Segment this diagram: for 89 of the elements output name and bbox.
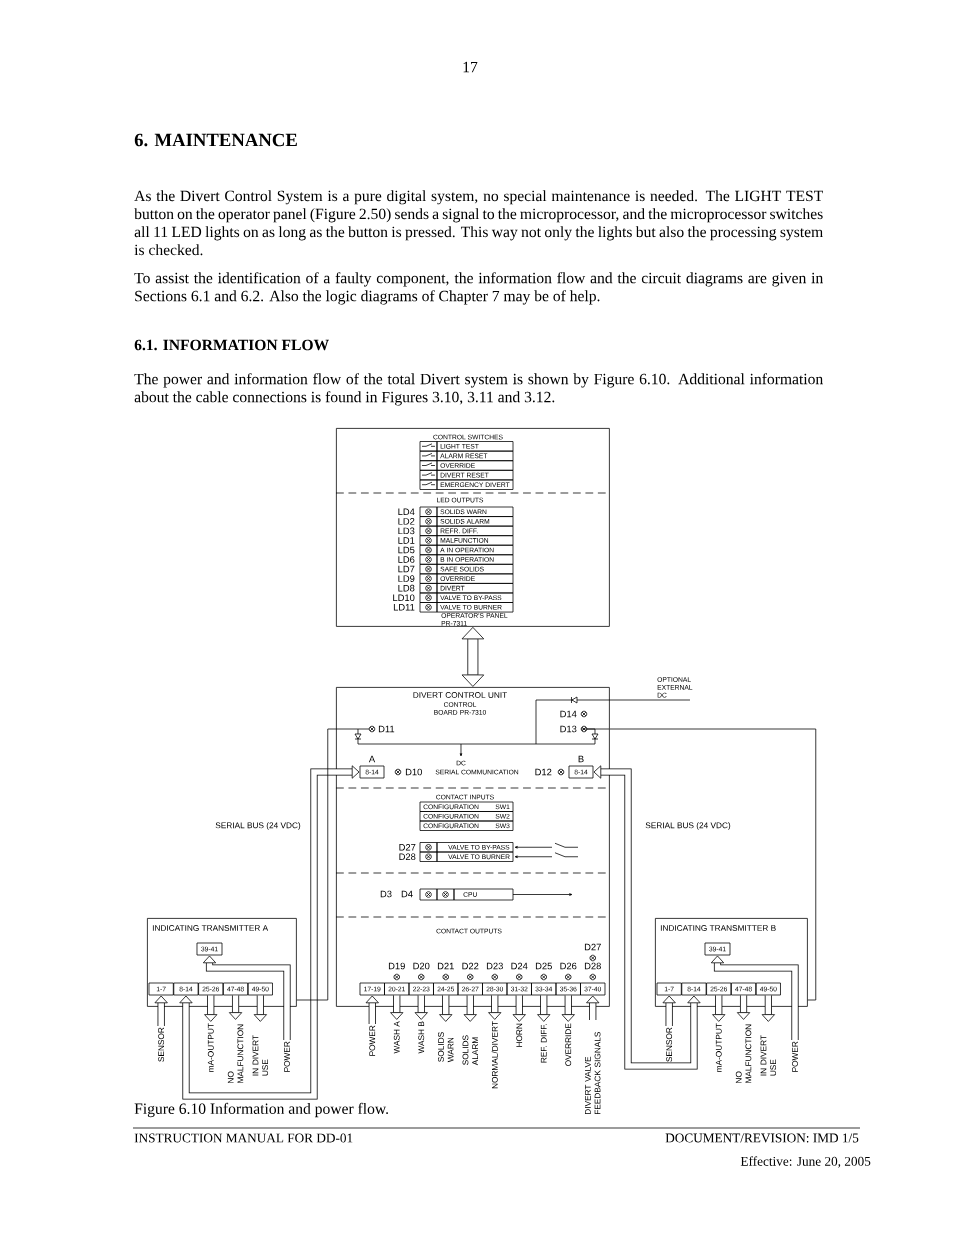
arrow [761,995,775,1022]
led-label: D12 [535,768,552,776]
arrow [561,995,575,1022]
signal-label: SENSOR [666,1027,673,1062]
led-label: D22 [462,962,479,970]
led-label: LD11 [393,604,415,611]
signal-label: mA-OUTPUT [207,1023,214,1072]
arrow [365,995,379,1024]
led-label: LD5 [398,546,415,554]
figure-caption: Figure 6.10 Information and power flow. [134,1102,388,1118]
arrow [710,955,799,1040]
footer-text: Effective: June 20, 2005 [740,1156,871,1168]
led-label: LD1 [398,537,415,544]
signal-label: SOLIDS ALARM [462,1035,478,1066]
led-label: D28 [584,962,601,970]
signal-label: POWER [369,1025,376,1056]
led-label: D27 [399,844,416,851]
led-label: D25 [535,962,552,970]
signal-label: NO MALFUNCTION [735,1024,752,1083]
arrow [179,765,360,1100]
led-label: LD8 [398,584,415,592]
terminal-label: A [368,755,376,763]
edge-label: SERIAL BUS (24 VDC) [643,820,733,832]
led-label: D21 [437,962,454,970]
arrow [390,995,404,1020]
signal-label: HORN [516,1023,523,1047]
signal-label: SOLIDS WARN [438,1032,454,1063]
led-label: D28 [399,853,416,861]
signal-label: IN DIVERT USE [252,1035,269,1076]
arrow [154,995,168,1026]
led-label: D11 [378,725,395,733]
signal-label: REF. DIFF. [540,1023,547,1063]
signal-label: WASH B [418,1021,425,1054]
section-heading: 6. MAINTENANCE [134,133,297,147]
signal-label: SENSOR [158,1027,165,1062]
arrow [414,995,428,1020]
wire [296,728,337,1001]
arrow [202,955,291,1040]
led-label: D10 [405,768,422,776]
arrow [204,995,218,1022]
led-label: D20 [413,962,430,970]
paragraph: The power and information flow of the total Divert system is shown by Figure 6.10. Additional information about the cable connections is found in Figures 3.10, 3.11 and 3.12. [134,373,823,406]
led-label: D19 [388,962,405,970]
arrow [439,995,453,1022]
arrow [537,995,551,1022]
arrow [662,995,676,1026]
footer-text: DOCUMENT/REVISION: IMD 1/5 [665,1133,859,1143]
arrow [736,995,751,1020]
arrow [712,995,726,1022]
led-label: LD4 [398,508,415,515]
arrow [593,765,701,1070]
led-label: LD6 [398,556,415,563]
edge-label: SERIAL BUS (24 VDC) [213,820,303,832]
signal-label: OVERRIDE [565,1023,572,1066]
led-label: LD7 [398,565,415,573]
led-label: D14 [560,710,577,718]
subsection-heading: 6.1. INFORMATION FLOW [134,339,329,351]
signal-label: NO MALFUNCTION [227,1024,244,1083]
led-label: D23 [486,962,503,970]
terminal-label: B [578,755,584,763]
signal-label: POWER [284,1041,290,1072]
wire [609,728,817,1001]
arrow [228,995,243,1020]
led-label: LD9 [398,575,415,582]
signal-label: NORMAL/DIVERT [491,1021,498,1089]
signal-label: DIVERT VALVE FEEDBACK SIGNALS [585,1032,601,1114]
arrow [488,995,502,1020]
led-label: D26 [560,962,577,970]
led-label: LD3 [398,527,415,535]
led-label: D4 [401,890,413,898]
led-label: D13 [560,725,577,733]
signal-label: POWER [792,1041,798,1072]
signal-label: IN DIVERT USE [760,1035,777,1076]
arrow [586,995,600,1020]
arrow [461,626,485,687]
led-label: D3 [380,890,392,898]
signal-label: mA-OUTPUT [715,1023,722,1072]
arrow [463,995,477,1022]
page-number: 17 [463,61,478,73]
led-label: LD10 [393,594,415,602]
led-label: D24 [511,962,528,970]
arrow [253,995,267,1022]
arrow [512,995,526,1022]
footer-text: INSTRUCTION MANUAL FOR DD-01 [134,1133,353,1143]
led-label: D27 [584,943,601,951]
paragraph: To assist the identification of a faulty component, the information flow and the circuit diagrams are given in Sections 6.1 and 6.2. Also the logic diagrams of Chapter 7 may be of help. [134,272,823,305]
signal-label: WASH A [393,1021,400,1054]
led-label: LD2 [398,518,415,525]
paragraph: As the Divert Control System is a pure digital system, no special maintenance is needed. The LIGHT TEST button on the operator panel (Figure 2.50) sends a signal to the microprocessor, and the microprocessor switches all 11 LED lights on as long as the button is pressed. This way not only the lights but also the processing system is checked. [134,190,823,256]
